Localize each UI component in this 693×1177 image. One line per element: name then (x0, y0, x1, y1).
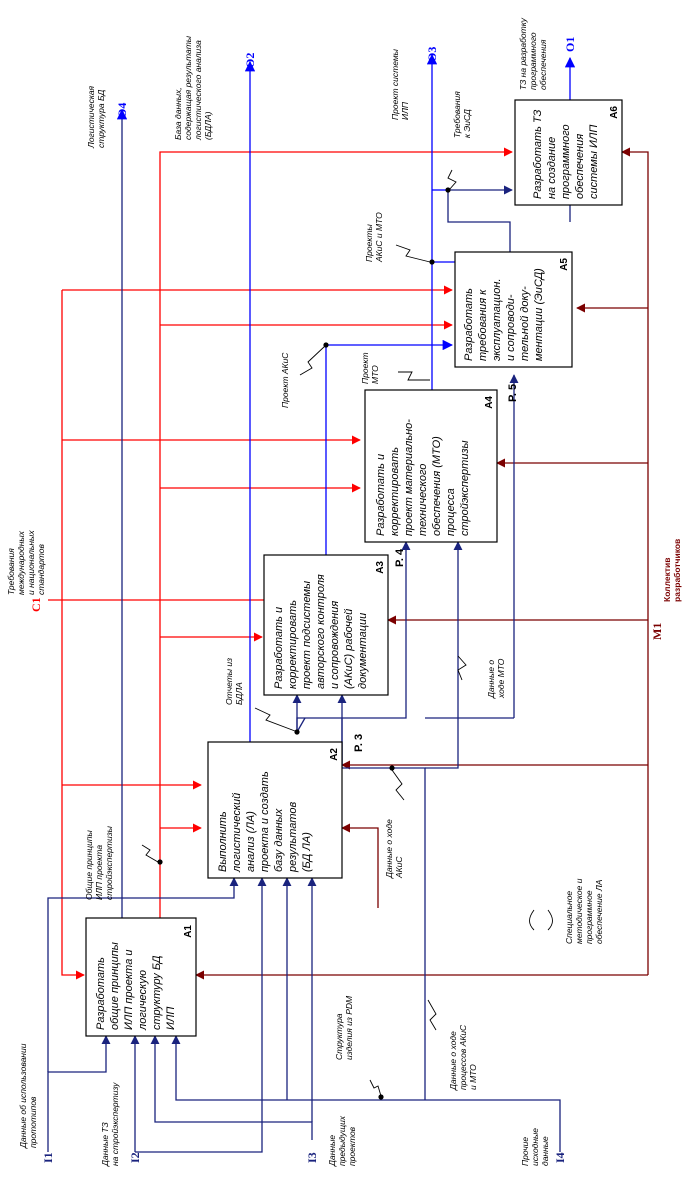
label-c1: Требованиямеждународныхи национальныхста… (6, 530, 46, 595)
label-i1: Данные об использованиипрототипов (18, 1043, 38, 1149)
block-a2-id: A2 (329, 748, 340, 761)
label-reports-bdla: Отчеты изБДЛА (224, 658, 244, 705)
block-a1-id: A1 (183, 925, 194, 938)
block-a3[interactable]: A3 Разработать и корректировать проект п… (263, 554, 389, 696)
port-o4: O4 (115, 103, 129, 118)
squiggle-connectors (141, 169, 553, 1097)
port-m1: M1 (650, 623, 664, 640)
block-a5-text: Разработать требования к эксплуатацион. … (463, 268, 545, 361)
port-o1: O1 (563, 37, 577, 52)
port-i2: I2 (128, 1152, 142, 1163)
label-req-eisd: Требованияк ЭиСД (452, 91, 472, 138)
control-arrows (48, 147, 513, 980)
port-p3: P. 3 (353, 734, 365, 752)
block-a1[interactable]: A1 Разработать общие принципы ИЛП проект… (85, 917, 197, 1037)
block-a2-text: Выполнить логистический анализ (ЛА) прое… (217, 768, 313, 873)
input-arrows (47, 108, 571, 1153)
port-p5: P. 5 (507, 384, 519, 402)
block-a1-text: Разработать общие принципы ИЛП проекта и… (95, 939, 177, 1031)
label-o2: База данных,содержащая результатылогисти… (173, 35, 213, 141)
label-common-principles: Общие принципыИЛП проектастройэкспертизы (84, 825, 114, 900)
block-a6-text: Разработать ТЗ на создание программного … (532, 107, 600, 199)
label-proj-akis-mto: ПроектыАКиС и МТО (364, 212, 384, 263)
label-product-structure: Структураизделия из PDM (334, 995, 354, 1060)
label-o4: Логистическаяструктура БД (86, 85, 106, 149)
label-proj-mto: ПроектМТО (360, 352, 380, 384)
block-a4-id: A4 (484, 396, 495, 409)
port-labels: I1 I2 I3 I4 C1 M1 O1 O2 O3 O4 P. 3 P. 4 … (29, 37, 664, 1163)
block-a2[interactable]: A2 Выполнить логистический анализ (ЛА) п… (207, 741, 343, 879)
block-a4[interactable]: A4 Разработать и корректировать проект м… (364, 389, 498, 543)
label-special-support: Специальноеметодическое ипрограммноеобес… (564, 878, 604, 944)
label-o3: Проект системыИЛП (390, 48, 410, 120)
block-a5[interactable]: A5 Разработать требования к эксплуатацио… (454, 251, 573, 368)
port-o3: O3 (425, 47, 439, 62)
label-i3: Данныепредыдущихпроектов (327, 1115, 357, 1167)
block-a6[interactable]: A6 Разработать ТЗ на создание программно… (514, 99, 623, 206)
label-data-mto: Данные оходе МТО (486, 658, 506, 699)
port-i1: I1 (41, 1152, 55, 1163)
label-data-processes: Данные о ходепроцессов АКиСи МТО (448, 1024, 478, 1091)
label-o1: ТЗ на разработкупрограммногообеспечения (518, 17, 548, 90)
arrow-labels: Данные об использованиипрототипов Данные… (6, 17, 682, 1167)
mechanism-arrows (195, 147, 649, 980)
block-a5-id: A5 (559, 258, 570, 271)
block-a6-id: A6 (609, 106, 620, 119)
label-m1: Коллективразработчиков (662, 539, 682, 602)
label-i2: Данные ТЗна стройэкспертизу (100, 1082, 120, 1167)
port-o2: O2 (243, 53, 257, 68)
label-proj-akis: Проект АКиС (280, 352, 290, 408)
port-i4: I4 (553, 1152, 567, 1163)
port-c1: C1 (29, 597, 43, 612)
block-a3-id: A3 (375, 561, 386, 574)
block-a3-text: Разработать и корректировать проект подс… (273, 571, 369, 689)
junction-dots (157, 187, 451, 1100)
block-a4-text: Разработать и корректировать проект мате… (375, 416, 471, 536)
label-data-akis: Данные о ходеАКиС (384, 819, 404, 879)
port-p4: P. 4 (394, 548, 406, 567)
port-i3: I3 (305, 1152, 319, 1163)
output-arrows (244, 53, 576, 742)
label-i4: Прочиеисходныеданные (520, 1128, 550, 1166)
